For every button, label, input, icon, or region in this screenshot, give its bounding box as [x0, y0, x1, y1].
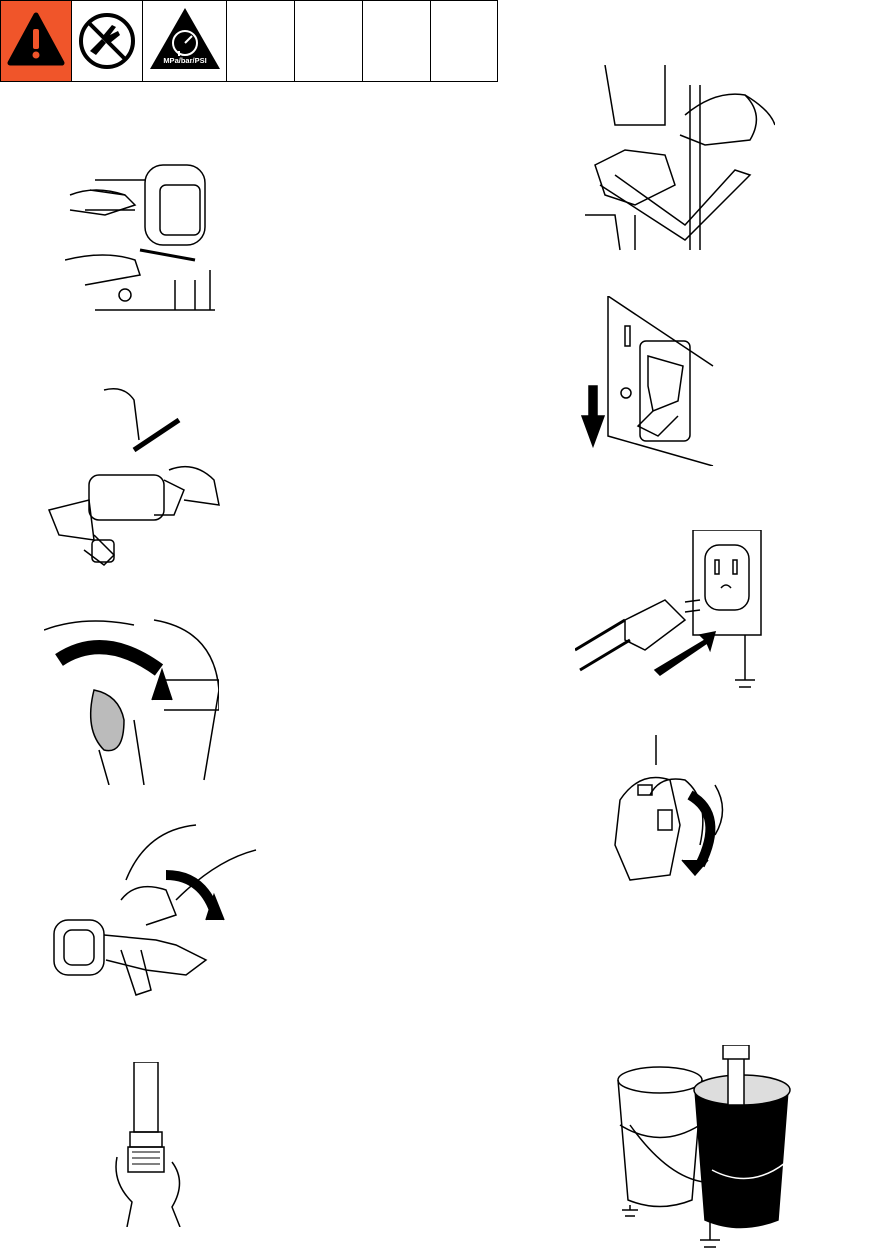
pressure-unit-label: MPa/bar/PSI [161, 56, 209, 65]
empty-symbol-cell [363, 1, 431, 81]
no-hands-near-gun-icon [72, 1, 143, 83]
pressure-control-knob-illustration [600, 735, 735, 885]
plug-into-grounded-outlet-illustration [575, 530, 765, 700]
pressure-knob-turn-illustration [44, 610, 219, 785]
prime-valve-handle-illustration [575, 65, 775, 255]
pump-valve-hands-illustration [65, 150, 225, 315]
hose-to-gun-connection-illustration [44, 380, 224, 570]
no-hands-cell [72, 1, 143, 81]
warning-triangle-icon [1, 1, 72, 83]
spray-gun-trigger-lock-illustration [46, 820, 261, 1010]
empty-symbol-cell [295, 1, 363, 81]
safety-symbol-bar: MPa/bar/PSI [0, 0, 498, 82]
pressure-gauge-icon [143, 1, 227, 83]
grounded-pails-illustration [600, 1045, 810, 1255]
power-switch-off-illustration [578, 296, 718, 466]
empty-symbol-cell [227, 1, 295, 81]
pressure-cell: MPa/bar/PSI [143, 1, 227, 81]
empty-symbol-cell [431, 1, 497, 81]
suction-tube-filter-illustration [112, 1062, 192, 1227]
warning-cell [1, 1, 72, 81]
